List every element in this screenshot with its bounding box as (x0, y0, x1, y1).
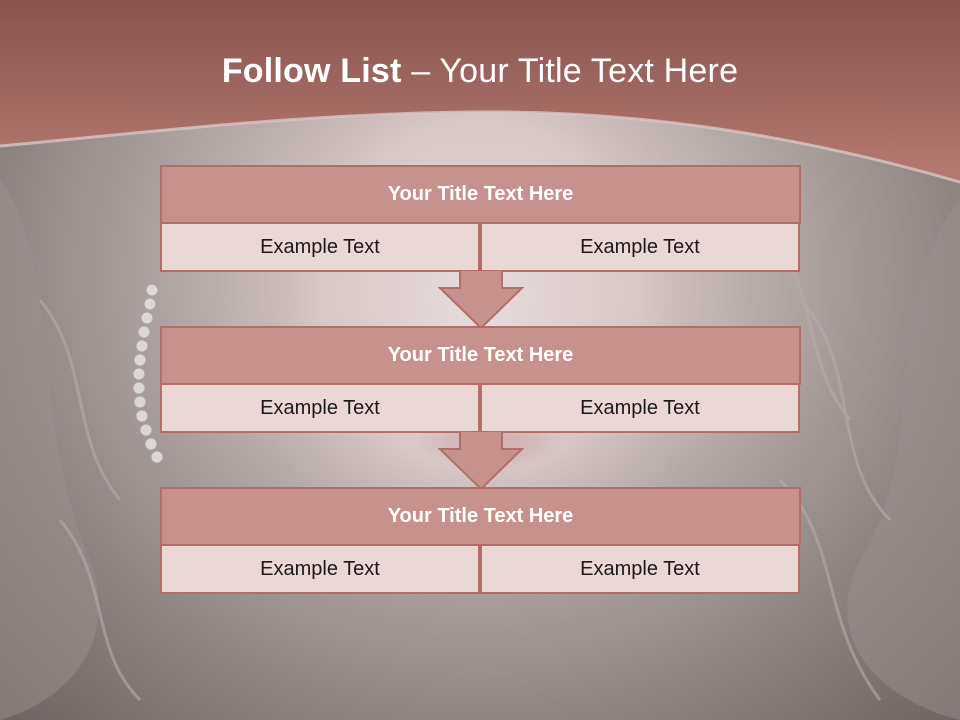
row-3-right-text[interactable]: Example Text (480, 544, 800, 594)
row-3-title[interactable]: Your Title Text Here (160, 487, 801, 546)
row-2-title[interactable]: Your Title Text Here (160, 326, 801, 385)
slide-title: Follow List – Your Title Text Here (0, 52, 960, 91)
earring-decoration (132, 283, 164, 464)
row-2-right-text[interactable]: Example Text (480, 383, 800, 433)
down-arrow-icon (438, 270, 524, 330)
slide-title-bold: Follow List (221, 52, 402, 90)
list-row-3: Your Title Text Here Example Text Exampl… (160, 487, 801, 594)
header-band (0, 0, 960, 184)
down-arrow-icon (438, 431, 524, 491)
row-2-left-text[interactable]: Example Text (160, 383, 480, 433)
row-1-right-text[interactable]: Example Text (480, 222, 800, 272)
list-row-2: Your Title Text Here Example Text Exampl… (160, 326, 801, 433)
row-1-title[interactable]: Your Title Text Here (160, 165, 801, 224)
list-row-1: Your Title Text Here Example Text Exampl… (160, 165, 801, 272)
row-1-left-text[interactable]: Example Text (160, 222, 480, 272)
row-3-left-text[interactable]: Example Text (160, 544, 480, 594)
slide-title-rest: – Your Title Text Here (401, 52, 739, 90)
